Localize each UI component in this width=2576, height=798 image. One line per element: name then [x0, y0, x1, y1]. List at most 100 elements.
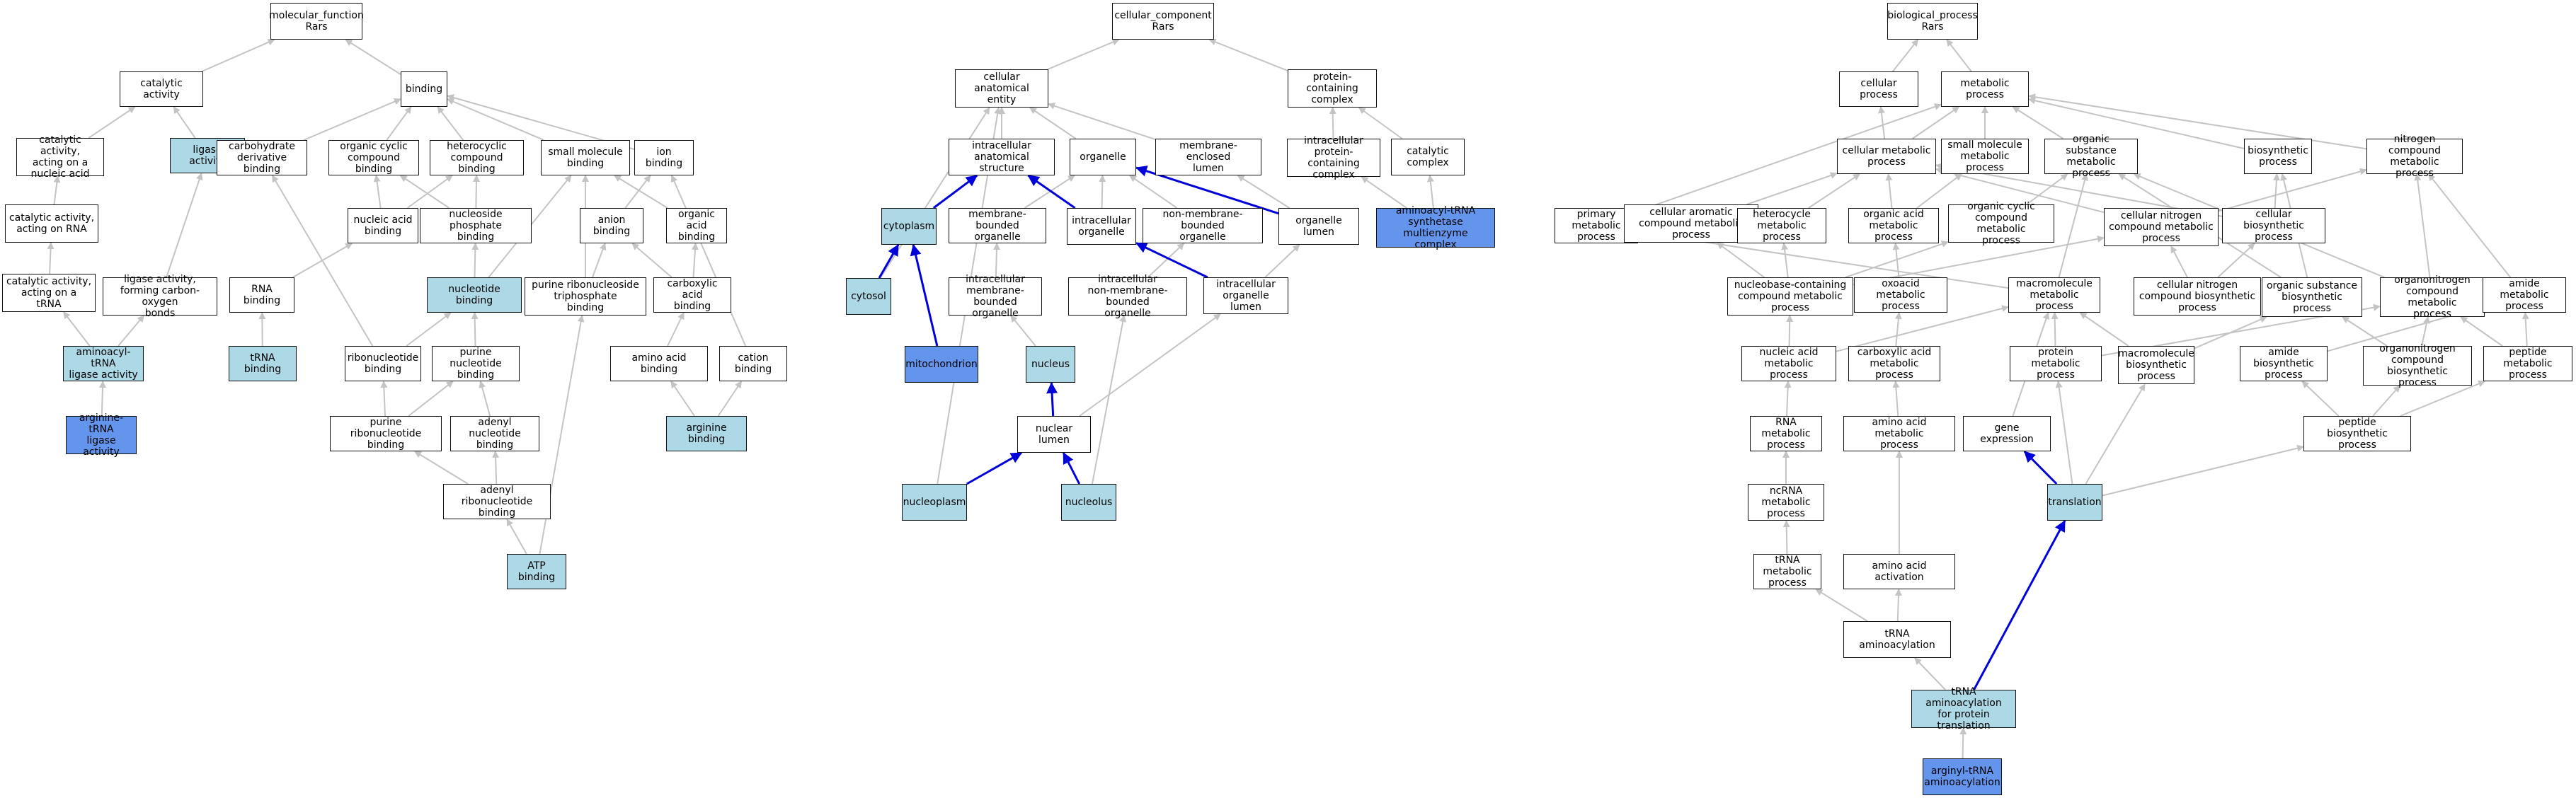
go-term-node-cat_na[interactable]: catalytic activity, acting on a nucleic …	[16, 134, 104, 180]
go-term-node-mito[interactable]: mitochondrion	[905, 346, 978, 383]
go-term-node-nuc[interactable]: nucleus	[1026, 346, 1075, 383]
go-term-node-osbp[interactable]: organic substance biosynthetic process	[2262, 277, 2362, 317]
go-term-node-atpb[interactable]: ATP binding	[507, 554, 566, 589]
edge-pepbp-to-pepmp	[2400, 380, 2486, 417]
go-term-node-aats[interactable]: aminoacyl-tRNA synthetase multienzyme co…	[1376, 205, 1495, 250]
go-term-node-pcc[interactable]: protein-containing complex	[1288, 69, 1377, 108]
go-term-node-ntb[interactable]: nucleotide binding	[427, 277, 522, 313]
edge-lig-to-cat	[173, 106, 196, 139]
go-term-node-oab[interactable]: organic acid binding	[666, 208, 727, 243]
go-term-node-lig_co[interactable]: ligase activity, forming carbon-oxygen b…	[103, 274, 217, 319]
go-term-node-trnaaap[interactable]: tRNA aminoacylation for protein translat…	[1911, 686, 2016, 732]
go-term-node-iorg[interactable]: intracellular organelle	[1067, 208, 1136, 245]
go-term-node-trnaaa[interactable]: tRNA aminoacylation	[1843, 621, 1951, 658]
go-term-node-iol[interactable]: intracellular organelle lumen	[1203, 277, 1288, 314]
go-term-node-namp[interactable]: nucleic acid metabolic process	[1741, 346, 1836, 381]
go-term-node-ncrna[interactable]: ncRNA metabolic process	[1748, 484, 1824, 521]
go-term-node-anb[interactable]: anion binding	[580, 208, 643, 243]
go-term-node-cbsp[interactable]: cellular biosynthetic process	[2222, 208, 2325, 243]
go-term-node-inmbo[interactable]: intracellular non-membrane-bounded organ…	[1068, 274, 1187, 319]
go-term-node-cacmp[interactable]: cellular aromatic compound metabolic pro…	[1624, 204, 1758, 243]
go-term-node-smb[interactable]: small molecule binding	[541, 140, 630, 175]
go-term-node-ionb[interactable]: ion binding	[634, 140, 694, 175]
edge-catc-to-pcc	[1358, 107, 1403, 139]
go-term-node-mel[interactable]: membrane-enclosed lumen	[1155, 139, 1261, 175]
go-term-node-aaact[interactable]: amino acid activation	[1843, 554, 1955, 589]
go-term-node-ias[interactable]: intracellular anatomical structure	[949, 139, 1055, 175]
go-term-node-hcyc[interactable]: heterocyclic compound binding	[430, 140, 524, 175]
edge-cab-to-oab	[691, 243, 699, 278]
go-term-node-trnab[interactable]: tRNA binding	[229, 346, 297, 381]
go-term-node-cncbp[interactable]: cellular nitrogen compound biosynthetic …	[2134, 277, 2261, 316]
go-term-node-mbo[interactable]: membrane-bounded organelle	[949, 208, 1046, 243]
go-term-node-adnb[interactable]: adenyl nucleotide binding	[450, 416, 539, 451]
edge-oamp-to-cmp	[1885, 173, 1893, 209]
go-term-node-osmp[interactable]: organic substance metabolic process	[2044, 134, 2138, 179]
go-term-node-occmp[interactable]: organic cyclic compound metabolic proces…	[1948, 201, 2054, 246]
edge-pepbp-to-oncbp	[2372, 385, 2400, 417]
go-term-node-aamp[interactable]: amino acid metabolic process	[1843, 416, 1955, 451]
go-term-node-mp[interactable]: metabolic process	[1941, 71, 2029, 107]
go-term-node-cc[interactable]: cellular_component Rars	[1112, 3, 1214, 40]
go-term-node-ipcc[interactable]: intracellular protein-containing complex	[1287, 135, 1380, 180]
go-term-node-mmp[interactable]: macromolecule metabolic process	[2008, 277, 2100, 313]
go-term-node-abp[interactable]: amide biosynthetic process	[2240, 346, 2328, 381]
go-term-node-argaa[interactable]: arginyl-tRNA aminoacylation	[1923, 758, 2002, 795]
go-term-node-gexp[interactable]: gene expression	[1963, 416, 2051, 451]
go-term-node-orgl[interactable]: organelle lumen	[1278, 208, 1359, 245]
go-term-node-cab[interactable]: carboxylic acid binding	[653, 277, 731, 313]
go-term-node-argtrna[interactable]: arginine-tRNA ligase activity	[66, 412, 137, 458]
go-term-node-argb[interactable]: arginine binding	[666, 416, 747, 451]
go-term-node-cat_rna[interactable]: catalytic activity, acting on RNA	[5, 204, 98, 243]
go-term-node-bind[interactable]: binding	[401, 71, 447, 107]
go-term-node-imbo[interactable]: intracellular membrane-bounded organelle	[949, 274, 1042, 319]
go-term-node-prnb[interactable]: purine ribonucleotide binding	[330, 416, 442, 451]
go-term-node-amdmp[interactable]: amide metabolic process	[2483, 277, 2566, 313]
go-term-node-cytosol[interactable]: cytosol	[846, 278, 891, 315]
go-term-node-mbp[interactable]: macromolecule biosynthetic process	[2118, 346, 2194, 384]
go-term-node-nplasm[interactable]: nucleoplasm	[902, 484, 967, 521]
go-term-node-purntb[interactable]: purine nucleotide binding	[432, 346, 520, 381]
go-term-node-ncmp[interactable]: nitrogen compound metabolic process	[2366, 134, 2463, 179]
go-term-node-cncmp[interactable]: cellular nitrogen compound metabolic pro…	[2104, 208, 2219, 246]
go-term-node-oamp[interactable]: organic acid metabolic process	[1848, 208, 1939, 243]
go-term-node-cat[interactable]: catalytic activity	[120, 71, 203, 107]
go-term-node-rntb[interactable]: ribonucleotide binding	[345, 346, 421, 381]
go-term-node-nspb[interactable]: nucleoside phosphate binding	[420, 208, 532, 243]
go-term-node-pepmp[interactable]: peptide metabolic process	[2483, 346, 2572, 381]
go-term-node-cyto[interactable]: cytoplasm	[881, 208, 937, 245]
go-term-node-cae[interactable]: cellular anatomical entity	[955, 69, 1048, 108]
go-term-node-carb[interactable]: carbohydrate derivative binding	[217, 140, 307, 175]
go-term-node-org[interactable]: organelle	[1070, 139, 1136, 175]
go-term-node-oncmp[interactable]: organonitrogen compound metabolic proces…	[2380, 274, 2485, 320]
go-term-node-nlum[interactable]: nuclear lumen	[1017, 416, 1091, 453]
go-term-node-rnamp[interactable]: RNA metabolic process	[1750, 416, 1822, 451]
go-term-node-nbcmp[interactable]: nucleobase-containing compound metabolic…	[1727, 277, 1853, 316]
go-term-node-prntp[interactable]: purine ribonucleoside triphosphate bindi…	[525, 277, 646, 316]
go-term-node-smmp[interactable]: small molecule metabolic process	[1941, 139, 2029, 174]
go-term-node-nmbo[interactable]: non-membrane-bounded organelle	[1143, 208, 1263, 243]
go-term-node-oxmp[interactable]: oxoacid metabolic process	[1854, 277, 1947, 313]
go-term-node-bsp[interactable]: biosynthetic process	[2244, 139, 2312, 174]
go-term-node-camp[interactable]: carboxylic acid metabolic process	[1848, 346, 1940, 381]
go-term-node-ocyc[interactable]: organic cyclic compound binding	[328, 140, 419, 175]
go-term-node-trnamp[interactable]: tRNA metabolic process	[1753, 554, 1821, 589]
go-term-node-bp[interactable]: biological_process Rars	[1887, 3, 1978, 40]
go-term-node-aab[interactable]: amino acid binding	[610, 346, 708, 381]
go-term-node-nucleolus[interactable]: nucleolus	[1061, 484, 1116, 521]
go-term-node-cat_trna[interactable]: catalytic activity, acting on a tRNA	[2, 274, 96, 312]
go-term-node-transl[interactable]: translation	[2047, 484, 2102, 521]
go-term-node-hcmp[interactable]: heterocycle metabolic process	[1737, 208, 1826, 243]
go-term-node-cp[interactable]: cellular process	[1839, 71, 1918, 107]
go-term-node-oncbp[interactable]: organonitrogen compound biosynthetic pro…	[2363, 343, 2472, 388]
go-term-node-aatrna[interactable]: aminoacyl-tRNA ligase activity	[63, 346, 144, 381]
go-term-node-adrnb[interactable]: adenyl ribonucleotide binding	[443, 484, 551, 519]
go-term-node-nab[interactable]: nucleic acid binding	[348, 208, 418, 243]
go-term-node-rnab[interactable]: RNA binding	[229, 277, 294, 313]
go-term-node-cmp[interactable]: cellular metabolic process	[1837, 139, 1936, 174]
go-term-node-catc[interactable]: catalytic complex	[1391, 139, 1465, 175]
go-term-node-catb[interactable]: cation binding	[719, 346, 787, 381]
go-term-node-pepbp[interactable]: peptide biosynthetic process	[2303, 416, 2411, 451]
go-term-node-mf[interactable]: molecular_function Rars	[269, 3, 364, 40]
go-term-node-prmp[interactable]: protein metabolic process	[2010, 346, 2102, 381]
